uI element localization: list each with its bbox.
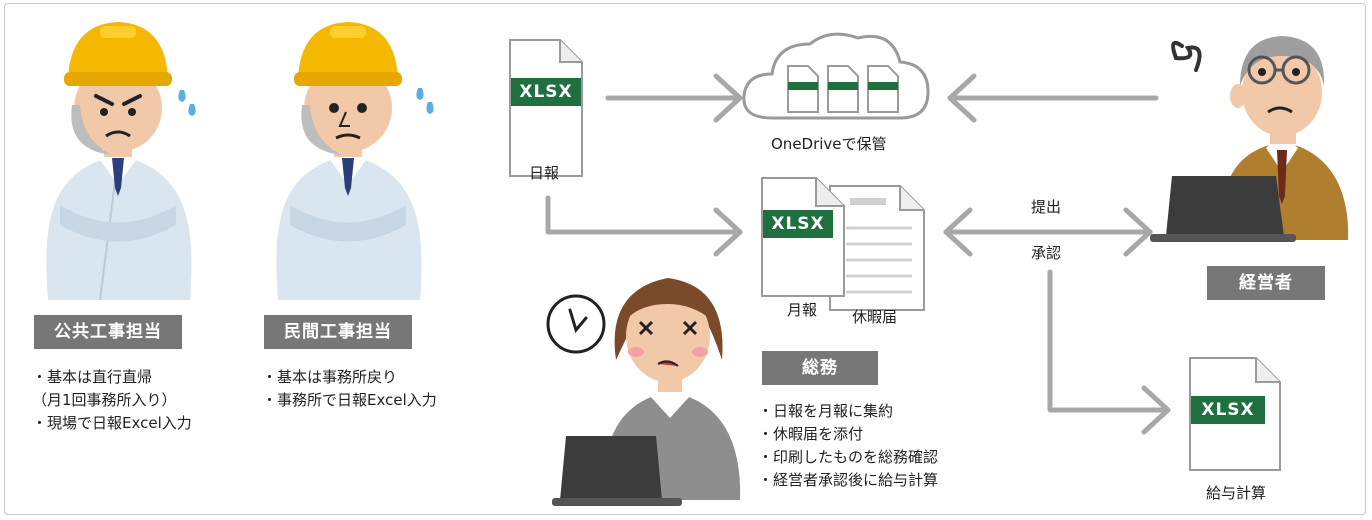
note-line: （月1回事務所入り） — [32, 391, 177, 409]
daily-to-monthly-arrow — [545, 195, 743, 257]
admin-label: 総務 — [762, 351, 878, 385]
diagram-frame — [4, 3, 1366, 515]
note-line: ・現場で日報Excel入力 — [32, 414, 192, 432]
approval-to-payroll-arrow — [1047, 269, 1171, 435]
daily-report-file-icon — [509, 39, 583, 177]
leave-form-caption: 休暇届 — [852, 308, 898, 326]
payroll-xlsx-tag: XLSX — [1191, 396, 1265, 424]
private-worker-illustration — [276, 22, 434, 300]
submit-label: 提出 — [1031, 198, 1062, 216]
manager-to-cloud-arrow — [947, 73, 1159, 123]
note-line: ・基本は事務所戻り — [262, 368, 398, 386]
manager-illustration — [1150, 36, 1349, 242]
leave-form-icon — [829, 185, 925, 311]
daily-report-caption: 日報 — [529, 164, 560, 182]
monthly-report-caption: 月報 — [787, 301, 818, 319]
note-line: ・日報を月報に集約 — [758, 402, 894, 420]
approve-label: 承認 — [1031, 244, 1062, 262]
note-line: ・事務所で日報Excel入力 — [262, 391, 437, 409]
daily-xlsx-tag: XLSX — [511, 78, 581, 106]
note-line: ・休暇届を添付 — [758, 425, 864, 443]
note-line: ・経営者承認後に給与計算 — [758, 471, 939, 489]
admin-staff-illustration — [552, 278, 741, 506]
public-worker-notes: ・基本は直行直帰 （月1回事務所入り） ・現場で日報Excel入力 — [32, 366, 192, 435]
onedrive-cloud-icon — [742, 32, 930, 120]
note-line: ・印刷したものを総務確認 — [758, 448, 939, 466]
daily-to-cloud-arrow — [605, 73, 743, 123]
admin-notes: ・日報を月報に集約 ・休暇届を添付 ・印刷したものを総務確認 ・経営者承認後に給… — [758, 400, 938, 492]
public-worker-illustration — [46, 22, 196, 301]
private-worker-notes: ・基本は事務所戻り ・事務所で日報Excel入力 — [262, 366, 437, 412]
note-line: ・基本は直行直帰 — [32, 368, 153, 386]
clock-icon — [546, 294, 606, 354]
manager-label: 経営者 — [1207, 266, 1325, 300]
public-worker-label: 公共工事担当 — [34, 315, 182, 349]
private-worker-label: 民間工事担当 — [264, 315, 412, 349]
submit-approve-arrow — [943, 207, 1153, 257]
monthly-xlsx-tag: XLSX — [763, 210, 833, 238]
cloud-caption: OneDriveで保管 — [771, 135, 887, 153]
payroll-caption: 給与計算 — [1206, 484, 1267, 502]
